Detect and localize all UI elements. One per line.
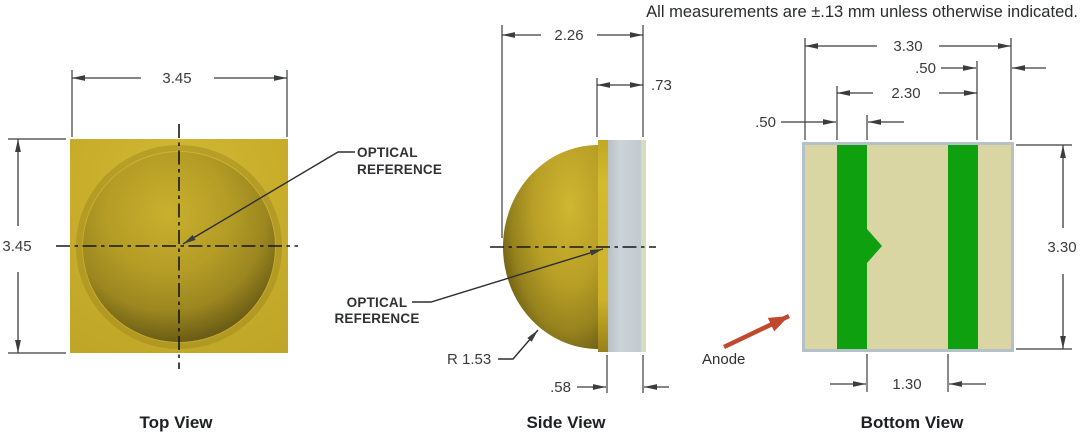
anode-arrow xyxy=(723,313,790,350)
side-view: 2.26 .73 .58 R 1.53 OPTICAL REFERENCE Si… xyxy=(334,25,672,432)
top-view-title: Top View xyxy=(139,413,213,432)
optical-reference-label-line2: REFERENCE xyxy=(357,162,442,177)
bottom-view-package-body xyxy=(805,145,1011,349)
side-view-title: Side View xyxy=(526,413,606,432)
dim-top-width: 3.45 xyxy=(71,70,288,137)
anode-pad xyxy=(837,145,867,349)
dim-value-top-height: 3.45 xyxy=(2,238,31,255)
dim-value-bottom-height: 3.30 xyxy=(1047,239,1076,256)
side-view-substrate-edge xyxy=(641,140,646,352)
side-optical-reference-label-line1: OPTICAL xyxy=(347,295,408,310)
cathode-pad xyxy=(948,145,978,349)
dim-side-substrate: .58 xyxy=(550,355,669,396)
top-view: 3.45 3.45 OPTICAL REFERENCE Top View xyxy=(2,70,442,432)
dim-bottom-pad-span: 2.30 xyxy=(836,85,977,140)
dim-value-bottom-width: 3.30 xyxy=(893,38,922,55)
anode-label: Anode xyxy=(702,351,745,368)
dim-top-height: 3.45 xyxy=(2,138,66,354)
dim-side-stack: .73 xyxy=(596,77,672,137)
dim-value-side-overall: 2.26 xyxy=(554,27,583,44)
dim-value-bottom-pad-width: .50 xyxy=(755,114,776,131)
dim-value-bottom-edge-gap: .50 xyxy=(915,60,936,77)
dim-value-top-width: 3.45 xyxy=(162,70,191,87)
top-view-lens-dome xyxy=(83,152,275,342)
anode-polarity-notch xyxy=(867,229,882,263)
optical-reference-leader xyxy=(182,151,355,245)
side-optical-reference-label-line2: REFERENCE xyxy=(334,311,419,326)
dim-value-side-radius: R 1.53 xyxy=(447,351,491,368)
dim-side-radius: R 1.53 xyxy=(447,329,539,368)
side-optical-reference-leader xyxy=(412,248,604,303)
side-view-lens-base xyxy=(598,140,608,352)
dim-bottom-height: 3.30 xyxy=(1016,144,1077,350)
side-view-substrate xyxy=(608,140,641,352)
dim-side-overall: 2.26 xyxy=(501,25,644,238)
dim-bottom-pad-gap: 1.30 xyxy=(830,354,986,393)
dim-bottom-width: 3.30 xyxy=(804,38,1012,140)
dim-value-bottom-pad-gap: 1.30 xyxy=(892,376,921,393)
dim-value-side-substrate: .58 xyxy=(550,379,571,396)
tolerance-note: All measurements are ±.13 mm unless othe… xyxy=(646,3,1078,21)
dim-bottom-pad-width: .50 xyxy=(755,114,904,140)
dim-value-bottom-pad-span: 2.30 xyxy=(891,85,920,102)
dim-value-side-stack: .73 xyxy=(651,77,672,94)
bottom-view: 3.30 .50 2.30 .50 3.3 xyxy=(702,38,1077,432)
dim-bottom-edge-gap: .50 xyxy=(915,60,1046,140)
optical-reference-label-line1: OPTICAL xyxy=(357,145,418,160)
radius-leader xyxy=(498,329,539,360)
bottom-view-title: Bottom View xyxy=(861,413,964,432)
